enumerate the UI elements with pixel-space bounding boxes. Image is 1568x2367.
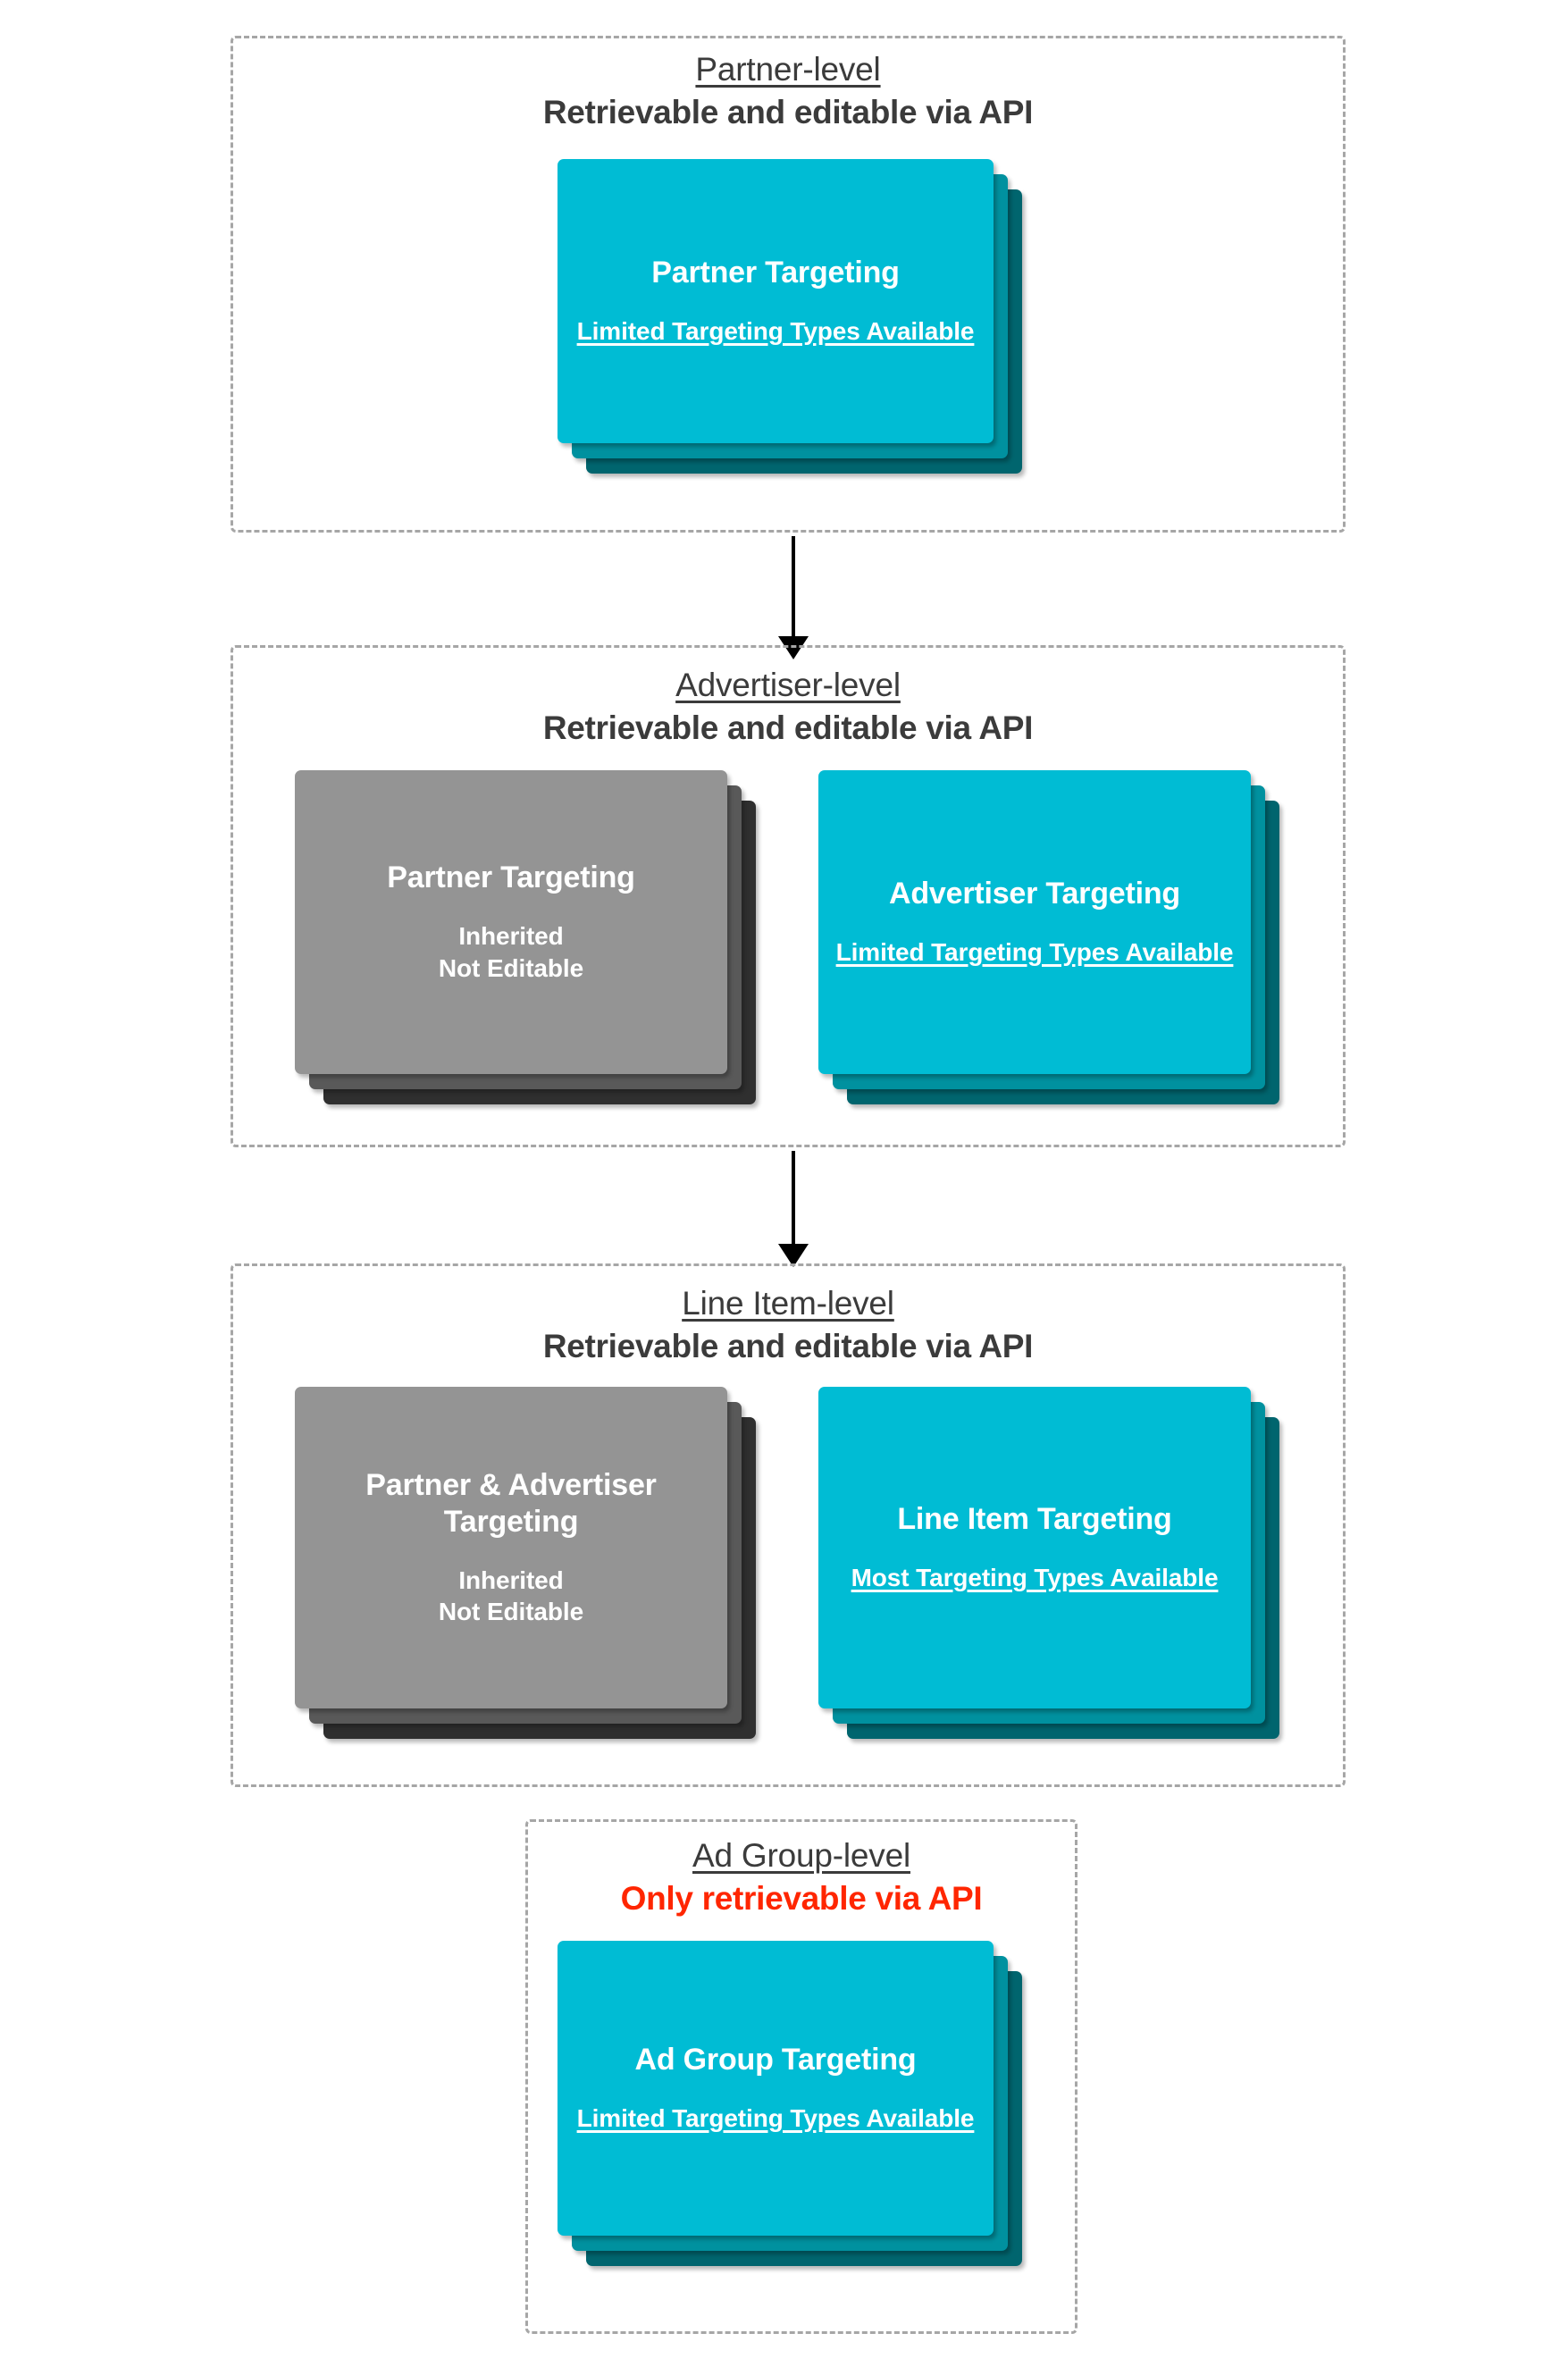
card-partner-targeting[interactable]: Partner Targeting Limited Targeting Type… — [558, 159, 994, 443]
card-subtitle: Inherited Not Editable — [438, 921, 584, 982]
card-subtitle: Limited Targeting Types Available — [576, 316, 975, 345]
card-stack-line-item-targeting: Line Item Targeting Most Targeting Types… — [818, 1387, 1283, 1762]
card-subtitle: Inherited Not Editable — [438, 1565, 584, 1626]
card-stack-partner-targeting: Partner Targeting Limited Targeting Type… — [558, 159, 1022, 474]
card-title: Partner & Advertiser Targeting — [365, 1467, 657, 1540]
arrow-head-icon — [778, 636, 809, 659]
arrow-advertiser-to-line-item — [767, 1151, 820, 1267]
card-subtitle: Limited Targeting Types Available — [835, 937, 1234, 966]
arrow-partner-to-advertiser — [767, 536, 820, 659]
level-box-ad-group — [525, 1819, 1077, 2334]
card-line-item-targeting[interactable]: Line Item Targeting Most Targeting Types… — [818, 1387, 1251, 1708]
card-subtitle: Limited Targeting Types Available — [576, 2103, 975, 2132]
card-stack-advertiser-targeting: Advertiser Targeting Limited Targeting T… — [818, 770, 1283, 1121]
card-title: Partner Targeting — [651, 256, 900, 290]
card-title: Partner Targeting — [387, 860, 635, 895]
card-stack-line-item-inherited: Partner & Advertiser Targeting Inherited… — [295, 1387, 759, 1762]
arrow-shaft — [792, 1151, 795, 1246]
card-inherited-partner-targeting[interactable]: Partner Targeting Inherited Not Editable — [295, 770, 727, 1074]
level-box-line-item — [231, 1263, 1346, 1787]
card-title: Ad Group Targeting — [634, 2043, 917, 2077]
level-box-partner — [231, 36, 1346, 533]
card-inherited-partner-advertiser-targeting[interactable]: Partner & Advertiser Targeting Inherited… — [295, 1387, 727, 1708]
card-subtitle: Most Targeting Types Available — [851, 1563, 1219, 1591]
card-stack-advertiser-inherited: Partner Targeting Inherited Not Editable — [295, 770, 759, 1121]
card-stack-ad-group-targeting: Ad Group Targeting Limited Targeting Typ… — [558, 1941, 1022, 2273]
card-title: Line Item Targeting — [897, 1502, 1172, 1537]
card-advertiser-targeting[interactable]: Advertiser Targeting Limited Targeting T… — [818, 770, 1251, 1074]
arrow-shaft — [792, 536, 795, 638]
arrow-head-icon — [778, 1244, 809, 1267]
card-title: Advertiser Targeting — [888, 877, 1180, 911]
level-box-advertiser — [231, 645, 1346, 1147]
card-ad-group-targeting[interactable]: Ad Group Targeting Limited Targeting Typ… — [558, 1941, 994, 2236]
